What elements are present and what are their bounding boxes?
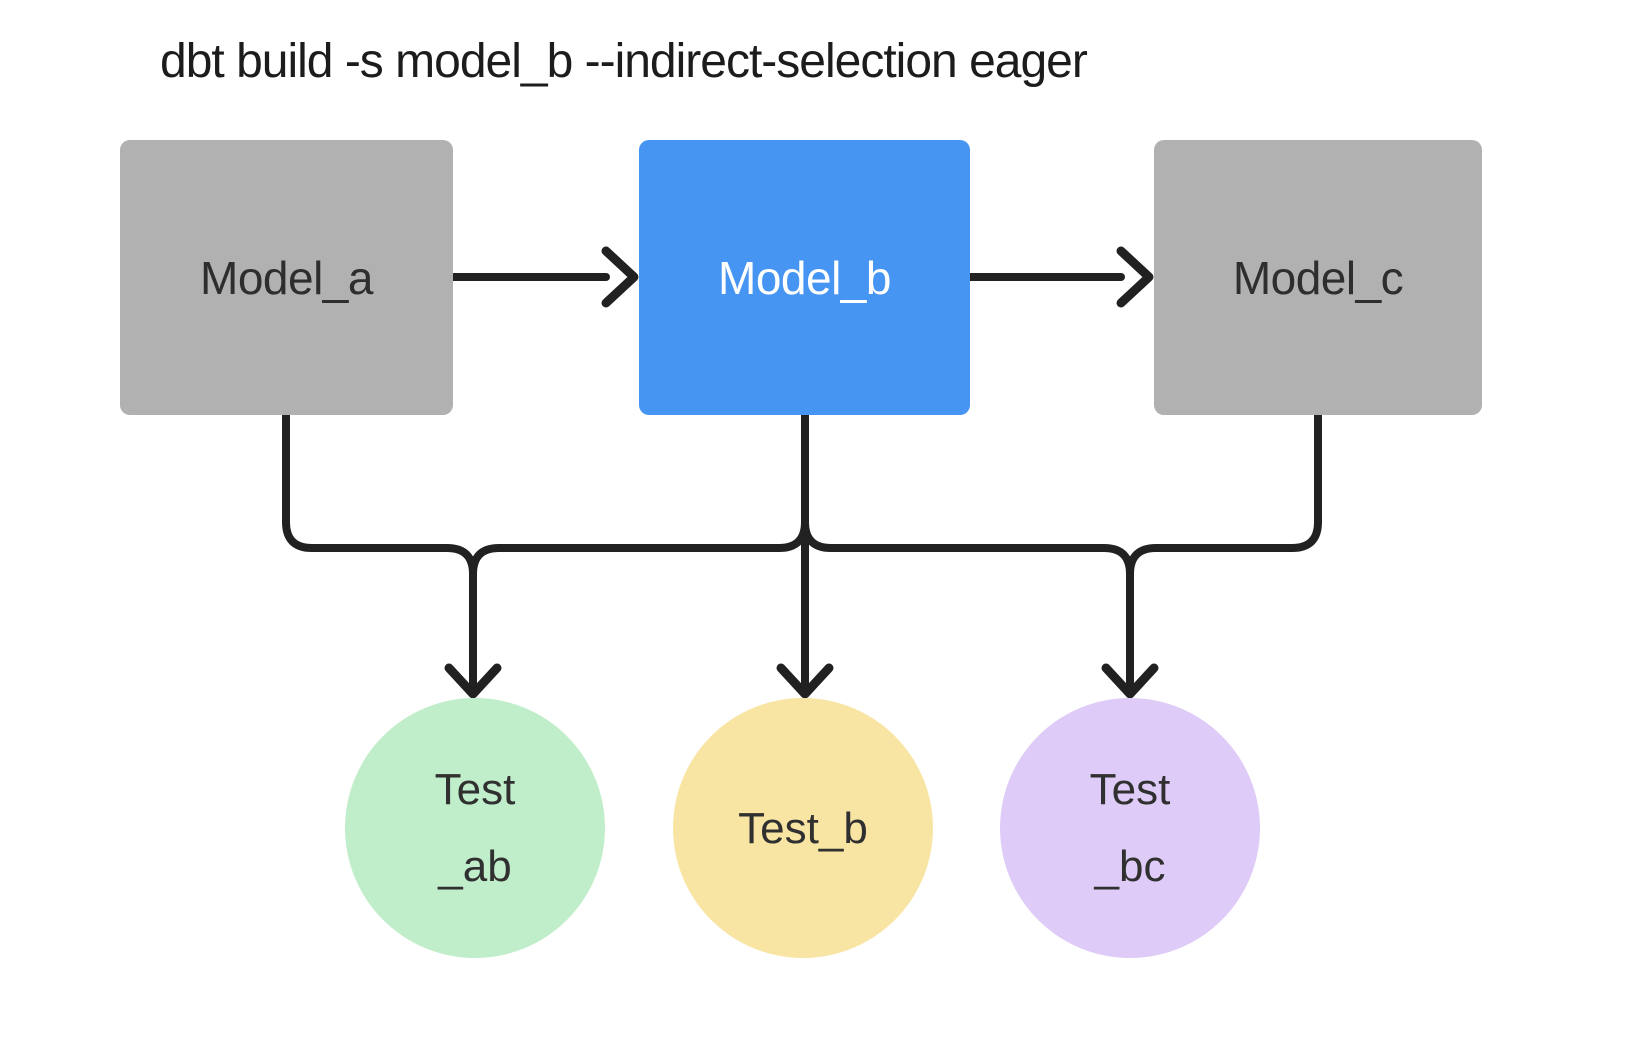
arrowhead-icon — [776, 663, 834, 699]
node-test-ab-label-line2: _ab — [438, 842, 512, 891]
edge-model-b-to-test-ab — [469, 409, 809, 578]
arrowhead-icon — [444, 663, 502, 699]
node-test-bc-label-line1: Test — [1089, 765, 1171, 814]
edge-model-a-to-model-b — [447, 246, 639, 308]
node-model-c-label: Model_c — [1232, 251, 1404, 304]
node-test-bc: Test _bc — [1000, 698, 1260, 958]
node-model-a-label: Model_a — [200, 251, 373, 304]
node-test-ab-label-line1: Test — [434, 765, 516, 814]
edge-model-b-to-model-c — [964, 246, 1154, 308]
arrowhead-icon — [601, 246, 639, 308]
node-model-c: Model_c — [1154, 140, 1482, 415]
node-test-ab: Test _ab — [345, 698, 605, 958]
diagram-title: dbt build -s model_b --indirect-selectio… — [160, 35, 1088, 88]
node-test-b: Test_b — [673, 698, 933, 958]
node-model-a: Model_a — [120, 140, 453, 415]
edge-model-c-to-test-bc — [1126, 409, 1322, 578]
edge-model-b-to-test-b — [776, 409, 834, 699]
node-test-bc-label-line2: _bc — [1094, 842, 1166, 891]
node-model-b-label: Model_b — [718, 251, 891, 304]
edge-model-a-to-test-ab — [282, 409, 502, 699]
edge-model-b-to-test-bc — [801, 409, 1159, 699]
node-test-b-label: Test_b — [738, 803, 868, 853]
node-model-b-selected: Model_b — [639, 140, 970, 415]
arrowhead-icon — [1101, 663, 1159, 699]
arrowhead-icon — [1116, 246, 1154, 308]
